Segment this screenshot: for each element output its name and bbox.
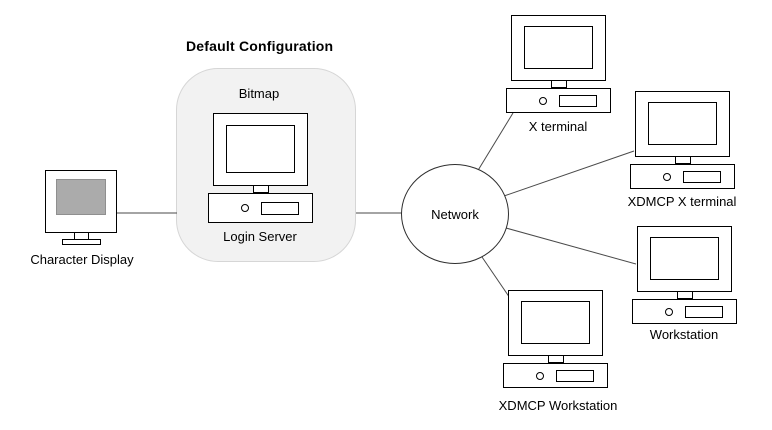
character-display-label: Character Display bbox=[30, 252, 134, 267]
disk-slot-icon bbox=[683, 171, 721, 183]
xdmcp-x-terminal-label: XDMCP X terminal bbox=[627, 194, 737, 209]
network-node: Network bbox=[401, 164, 509, 264]
power-led-icon bbox=[665, 308, 673, 316]
screen bbox=[650, 237, 719, 280]
screen bbox=[648, 102, 717, 145]
xdmcp-workstation-icon bbox=[503, 290, 608, 388]
system-unit bbox=[632, 299, 737, 324]
workstation-icon bbox=[632, 226, 737, 324]
x-terminal-icon bbox=[506, 15, 611, 113]
power-led-icon bbox=[536, 372, 544, 380]
screen bbox=[524, 26, 593, 69]
monitor-stand bbox=[548, 356, 564, 363]
xdmcp-workstation-label: XDMCP Workstation bbox=[498, 398, 618, 413]
monitor-stand bbox=[253, 186, 269, 193]
x-terminal-label: X terminal bbox=[528, 119, 588, 134]
edge-network-xdmcp-x-terminal bbox=[503, 150, 635, 197]
character-display-icon bbox=[45, 170, 117, 246]
disk-slot-icon bbox=[556, 370, 594, 382]
monitor-stand bbox=[675, 157, 691, 164]
xdmcp-x-terminal-icon bbox=[630, 91, 735, 189]
network-label: Network bbox=[431, 206, 479, 222]
edge-network-workstation bbox=[505, 227, 637, 265]
power-led-icon bbox=[539, 97, 547, 105]
power-led-icon bbox=[663, 173, 671, 181]
disk-slot-icon bbox=[559, 95, 597, 107]
diagram-title: Default Configuration bbox=[186, 38, 334, 54]
edge-network-xdmcp-workstation bbox=[481, 256, 513, 302]
monitor-stand bbox=[677, 292, 693, 299]
disk-slot-icon bbox=[261, 202, 299, 215]
monitor-stand bbox=[551, 81, 567, 88]
monitor-base bbox=[62, 239, 101, 245]
workstation-label: Workstation bbox=[649, 327, 719, 342]
system-unit bbox=[630, 164, 735, 189]
system-unit bbox=[506, 88, 611, 113]
screen bbox=[521, 301, 590, 344]
screen bbox=[226, 125, 295, 173]
system-unit bbox=[503, 363, 608, 388]
power-led-icon bbox=[241, 204, 249, 212]
bitmap-label: Bitmap bbox=[238, 86, 280, 101]
login-server-icon bbox=[208, 113, 313, 223]
system-unit bbox=[208, 193, 313, 223]
screen bbox=[56, 179, 106, 215]
edge-network-x-terminal bbox=[476, 112, 514, 173]
disk-slot-icon bbox=[685, 306, 723, 318]
login-server-label: Login Server bbox=[223, 229, 297, 244]
